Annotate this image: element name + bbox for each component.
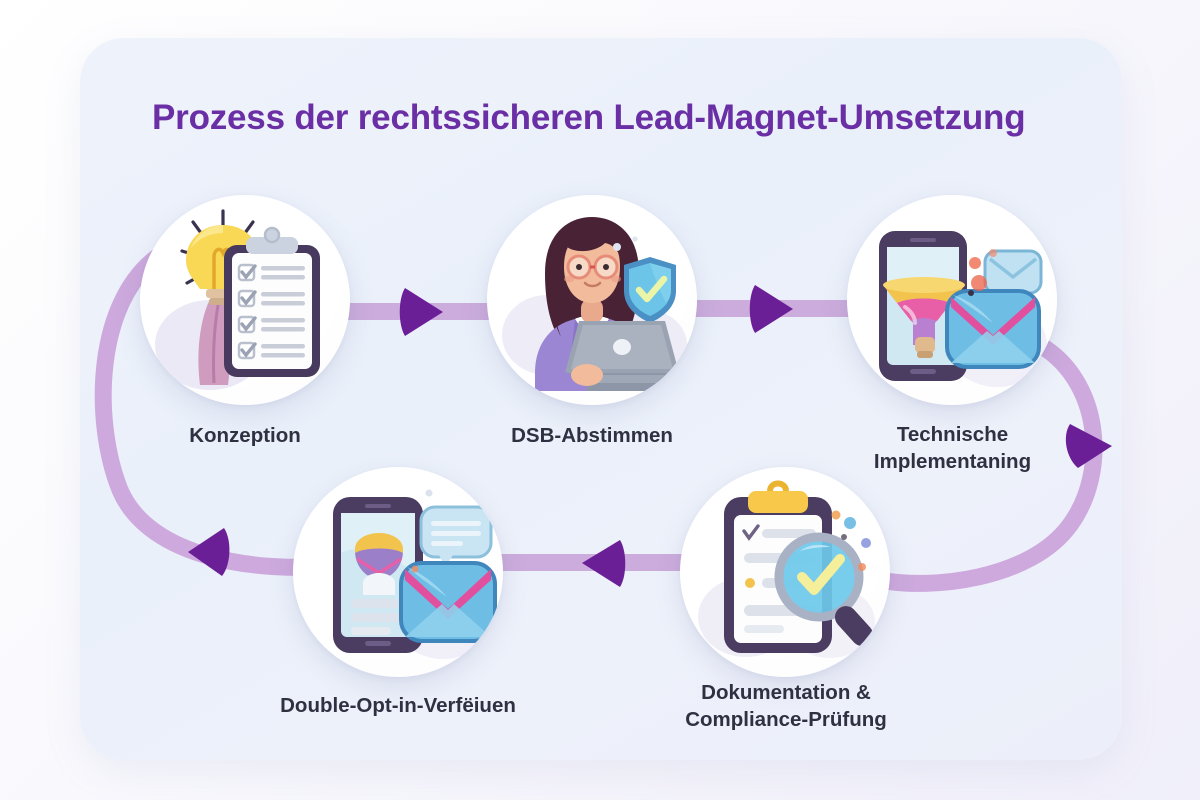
page-title: Prozess der rechtssicheren Lead-Magnet-U…	[152, 98, 1026, 137]
clipboard-magnifier-check-icon	[698, 480, 875, 658]
smartphone-email-confirmation-icon	[333, 489, 497, 659]
step-1-label: Konzeption	[189, 424, 301, 447]
step-4-icon-bubble[interactable]	[293, 467, 503, 677]
step-2-icon-bubble[interactable]	[487, 195, 697, 405]
step-3-label-line-2: Implementaning	[873, 449, 1032, 473]
step-3-label-line-1: Technische	[896, 423, 1009, 446]
step-4-label: Double-Opt-in-Verfëiuen	[280, 694, 516, 717]
step-5-label: Dokumentation & Compliance-Prüfung	[655, 680, 917, 733]
step-3-icon-bubble[interactable]	[847, 195, 1057, 405]
step-5-icon-bubble[interactable]	[680, 467, 890, 677]
smartphone-funnel-envelope-icon	[879, 231, 1047, 387]
step-1-icon-bubble[interactable]	[140, 195, 350, 405]
lightbulb-clipboard-checklist-icon	[155, 209, 320, 390]
step-5-label-line-2: Compliance-Prüfung	[685, 707, 887, 731]
woman-laptop-shield-icon	[502, 217, 691, 391]
step-5-label-line-1: Dokumentation &	[701, 681, 871, 704]
step-2-label: DSB-Abstimmen	[511, 424, 673, 447]
step-3-label: Technische Implementaning	[835, 422, 1070, 475]
